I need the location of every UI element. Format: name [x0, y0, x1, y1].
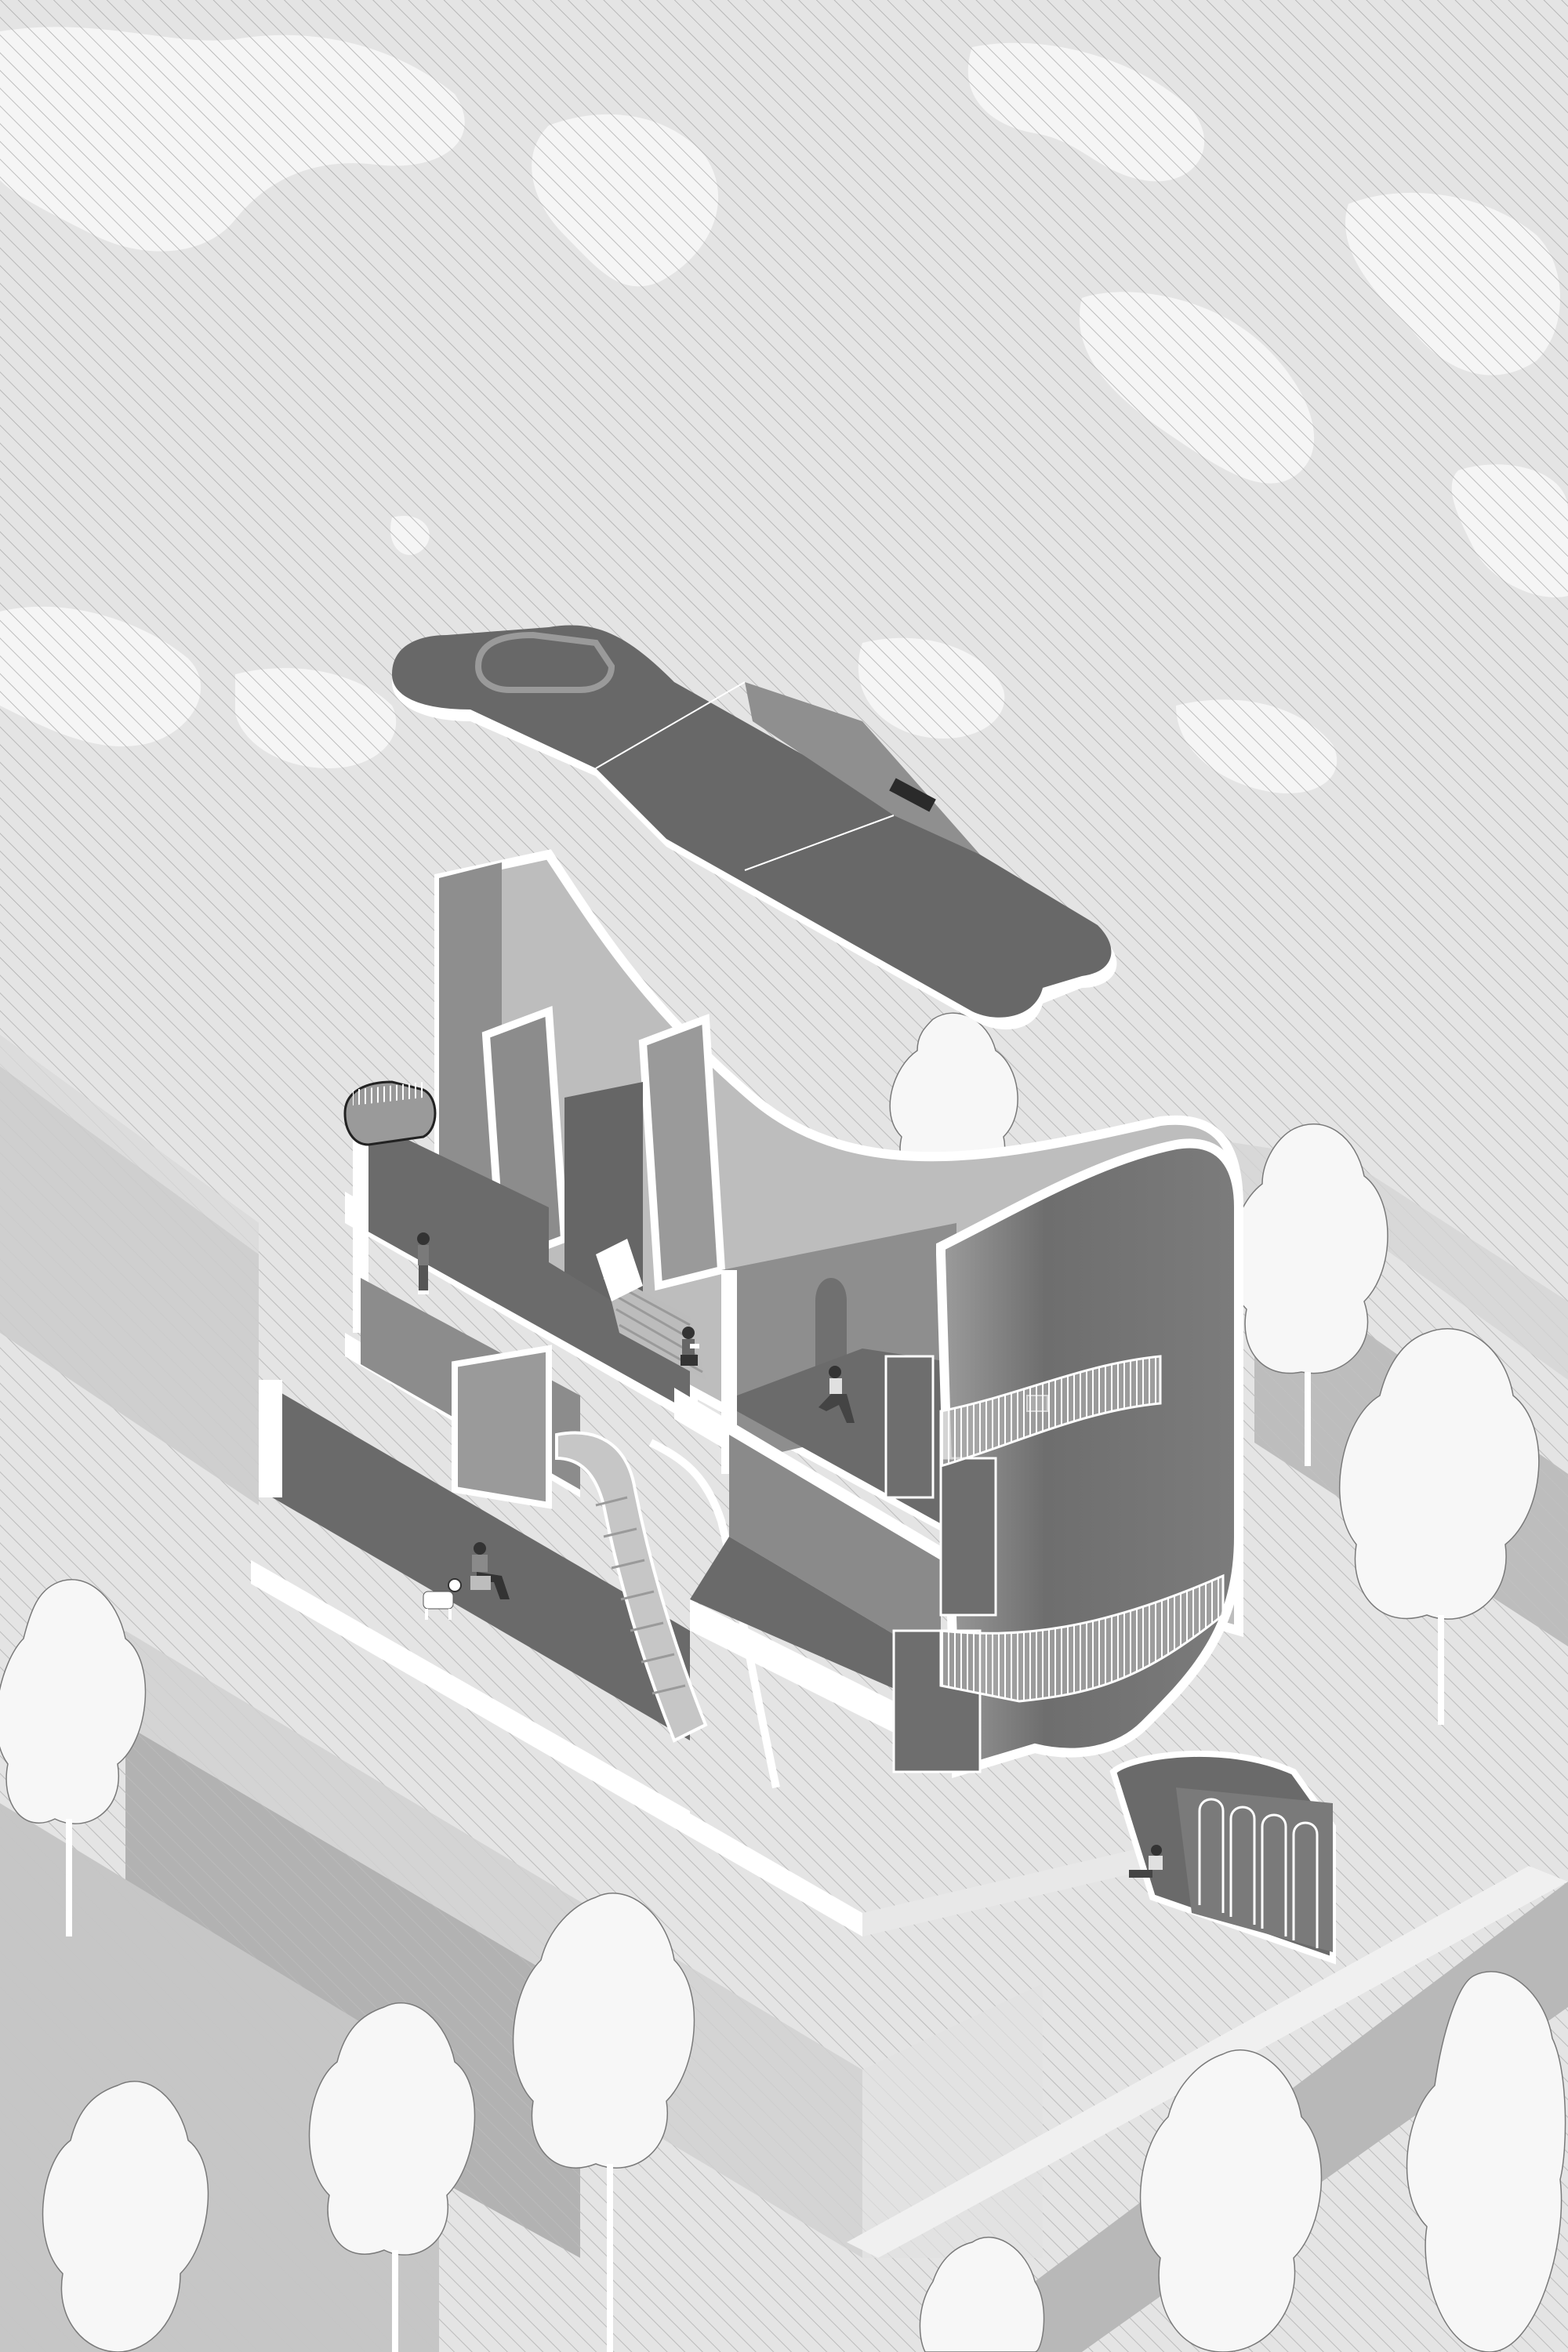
person-reading-icon [681, 1327, 699, 1366]
ground-floor-arched-windows [1109, 1750, 1336, 1965]
figures [417, 1232, 1163, 1878]
tree-icon [0, 1579, 147, 1936]
tree-icon [308, 2002, 476, 2352]
central-staircase [596, 1239, 706, 1380]
lower-balcony-railing [939, 1573, 1225, 1703]
street-trees [0, 1012, 1566, 2352]
upper-balcony-railing [939, 1355, 1162, 1468]
roof-skylight [889, 778, 936, 812]
tree-icon [919, 2237, 1045, 2352]
floating-roof-slab [392, 625, 1117, 1030]
rooftop-terrace-railing [343, 1080, 437, 1146]
person-kneeling-icon [818, 1366, 855, 1423]
tree-icon [1229, 1123, 1388, 1466]
house-section [251, 849, 1336, 1965]
person-seated-icon [470, 1542, 510, 1599]
person-standing-icon [417, 1232, 430, 1294]
tree-icon [1338, 1328, 1540, 1725]
person-seated-front-icon [1129, 1845, 1163, 1878]
dog-icon [423, 1578, 462, 1620]
tree-icon [512, 1893, 695, 2352]
